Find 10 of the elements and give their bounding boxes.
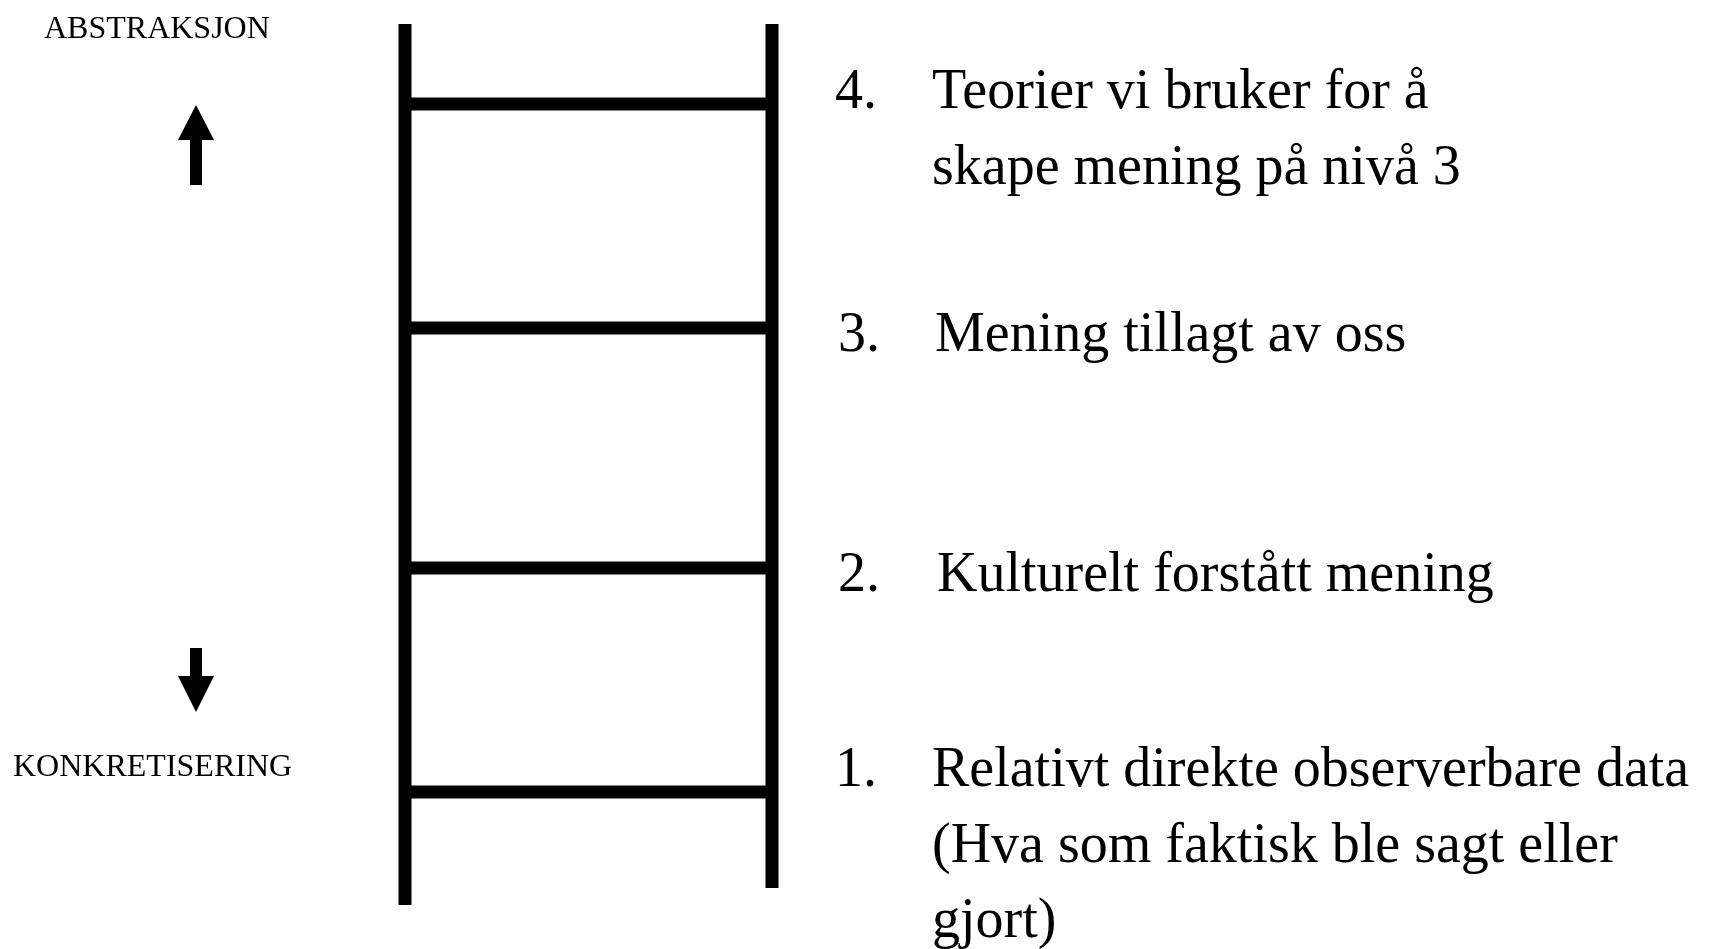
- level-number: 2.: [838, 540, 880, 605]
- level-text: Mening tillagt av oss: [935, 300, 1408, 365]
- axis-label: ABSTRAKSJON: [44, 8, 270, 47]
- level-number: 3.: [838, 300, 880, 365]
- level-number: 1.: [835, 735, 877, 800]
- axis-label: KONKRETISERING: [13, 746, 293, 785]
- level-text: Teorier vi bruker for å skape mening på nivå 3: [932, 57, 1462, 198]
- level-text: Relativt direkte observerbare data (Hva som faktisk ble sagt eller gjort): [932, 735, 1691, 949]
- level-number: 4.: [835, 57, 877, 122]
- level-text: Kulturelt forstått mening: [937, 540, 1495, 605]
